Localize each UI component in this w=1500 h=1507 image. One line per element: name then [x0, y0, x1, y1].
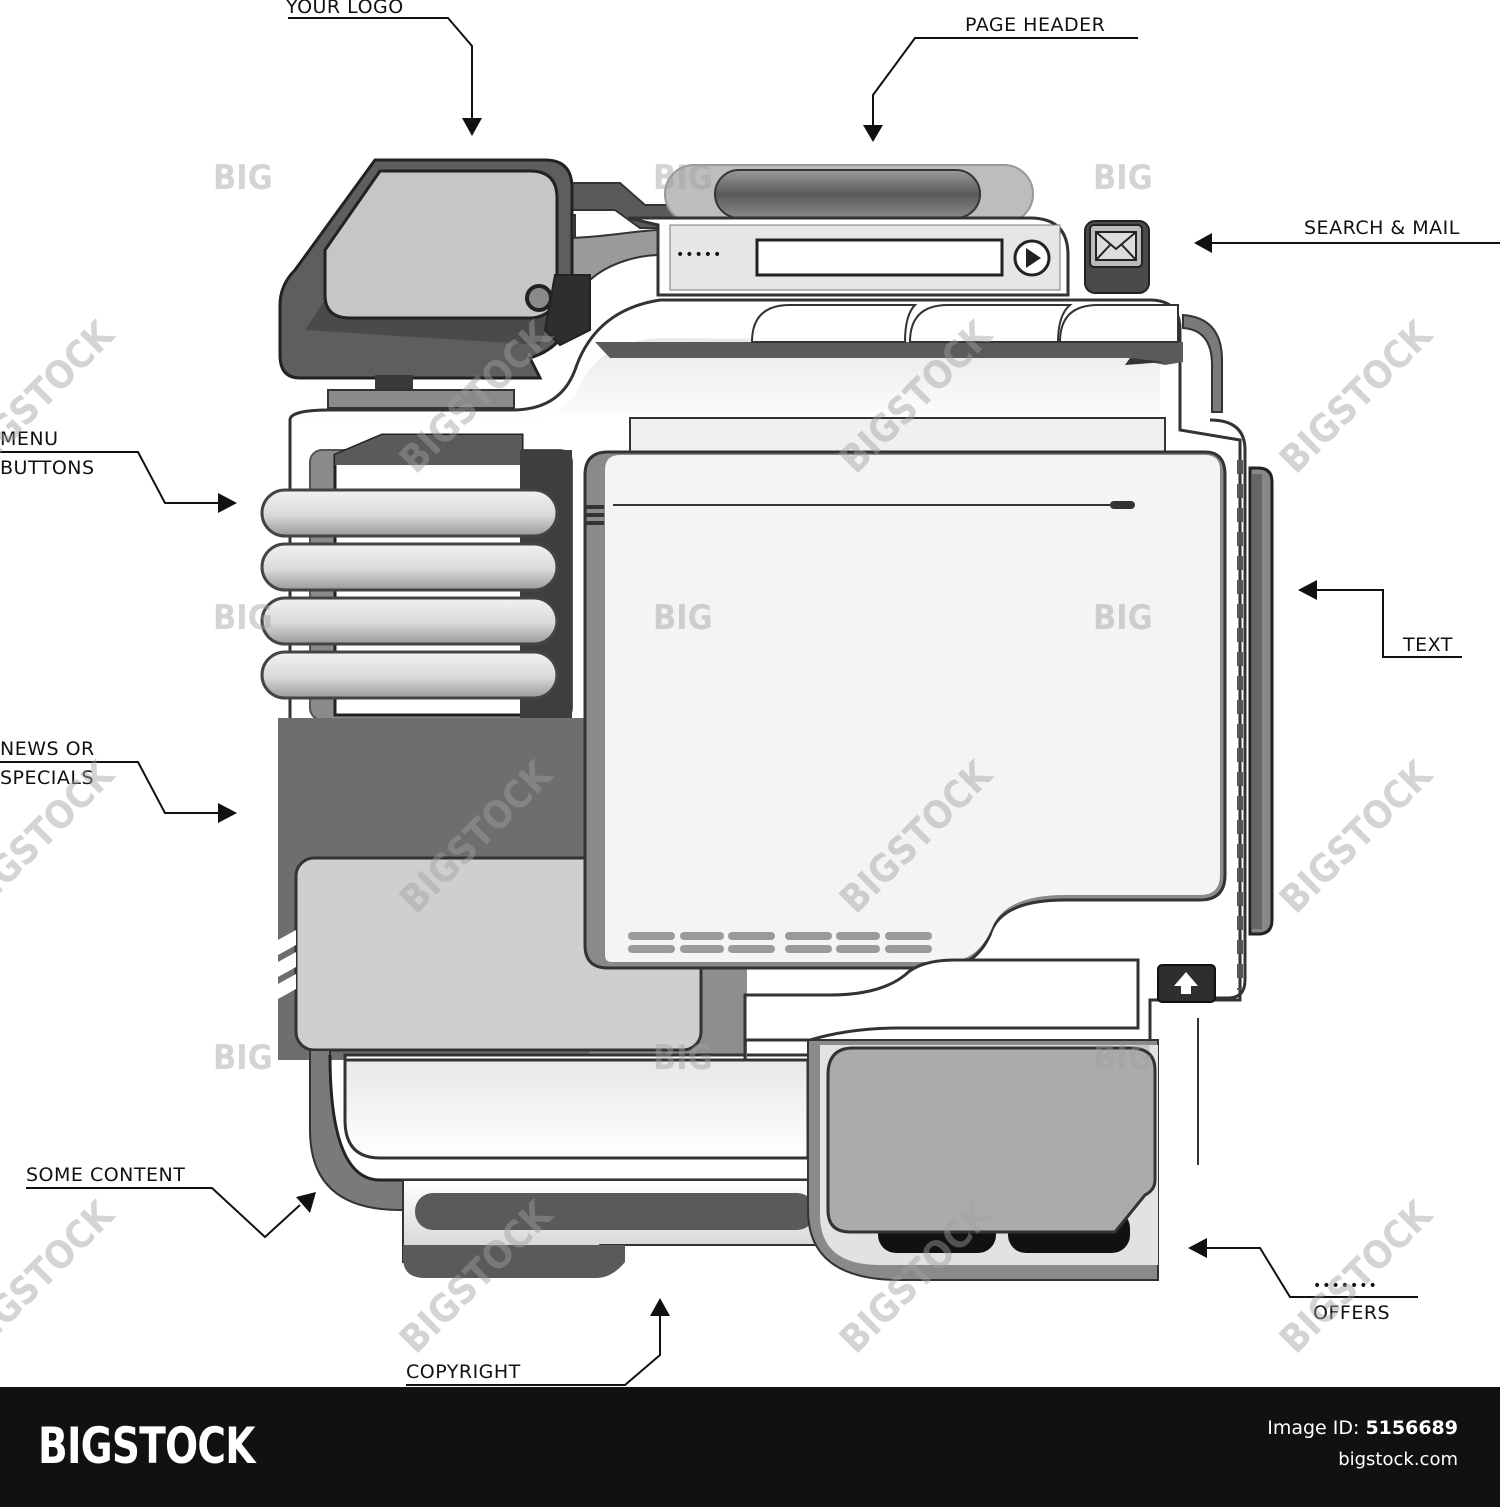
menu-button-3 — [260, 596, 559, 646]
menu-button-4 — [260, 650, 559, 700]
callout-search-mail: SEARCH & MAIL — [1304, 217, 1460, 239]
watermark-big: BIG — [213, 1038, 273, 1078]
scroll-rail — [1160, 418, 1274, 1000]
callout-page-header: PAGE HEADER — [965, 14, 1106, 36]
offers-dots: ••••••• — [1313, 1278, 1378, 1294]
logo-block — [278, 158, 591, 409]
arrow-heads — [218, 118, 1317, 1316]
copyright-bar — [402, 1179, 821, 1278]
menu-buttons — [260, 488, 559, 700]
footer-brand-logo: BIGSTOCK — [38, 1417, 255, 1475]
offers-block — [807, 1018, 1199, 1281]
menu-button-1 — [260, 488, 559, 538]
watermark-big: BIG — [653, 1038, 713, 1078]
watermark-big: BIG — [653, 598, 713, 638]
footer-id-label: Image ID: — [1267, 1417, 1360, 1439]
menu-button-2 — [260, 542, 559, 592]
callout-your-logo: YOUR LOGO — [286, 0, 404, 18]
callout-news-line1: NEWS OR — [0, 738, 95, 760]
play-icon — [1026, 248, 1041, 268]
watermark-big: BIG — [1093, 1038, 1153, 1078]
callout-menu-line2: BUTTONS — [0, 457, 95, 479]
footer-image-id: Image ID: 5156689 — [1267, 1417, 1458, 1439]
watermark-big: BIG — [213, 598, 273, 638]
footer-id-value: 5156689 — [1365, 1417, 1458, 1439]
stock-footer: BIGSTOCK Image ID: 5156689 bigstock.com — [0, 1387, 1500, 1507]
callout-text: TEXT — [1403, 634, 1453, 656]
callout-copyright: COPYRIGHT — [406, 1361, 521, 1383]
web-template-illustration — [0, 17, 1500, 1386]
callout-some-content: SOME CONTENT — [26, 1164, 186, 1186]
search-bar — [627, 216, 1070, 297]
up-button — [1157, 964, 1216, 1003]
up-arrow-icon — [1174, 972, 1198, 994]
search-dots: ••••• — [676, 247, 723, 263]
mail-icon — [1095, 231, 1137, 261]
footer-site-link[interactable]: bigstock.com — [1338, 1449, 1458, 1470]
callout-news-line2: SPECIALS — [0, 767, 95, 789]
watermark-big: BIG — [653, 158, 713, 198]
page-header-bar — [664, 164, 1034, 224]
callout-offers: OFFERS — [1313, 1302, 1391, 1324]
callout-lines — [0, 17, 1500, 1386]
watermark-big: BIG — [1093, 598, 1153, 638]
text-panel — [583, 417, 1227, 970]
watermark-big: BIG — [213, 158, 273, 198]
mail-button — [1084, 220, 1150, 294]
watermark-big: BIG — [1093, 158, 1153, 198]
callout-menu-line1: MENU — [0, 428, 59, 450]
